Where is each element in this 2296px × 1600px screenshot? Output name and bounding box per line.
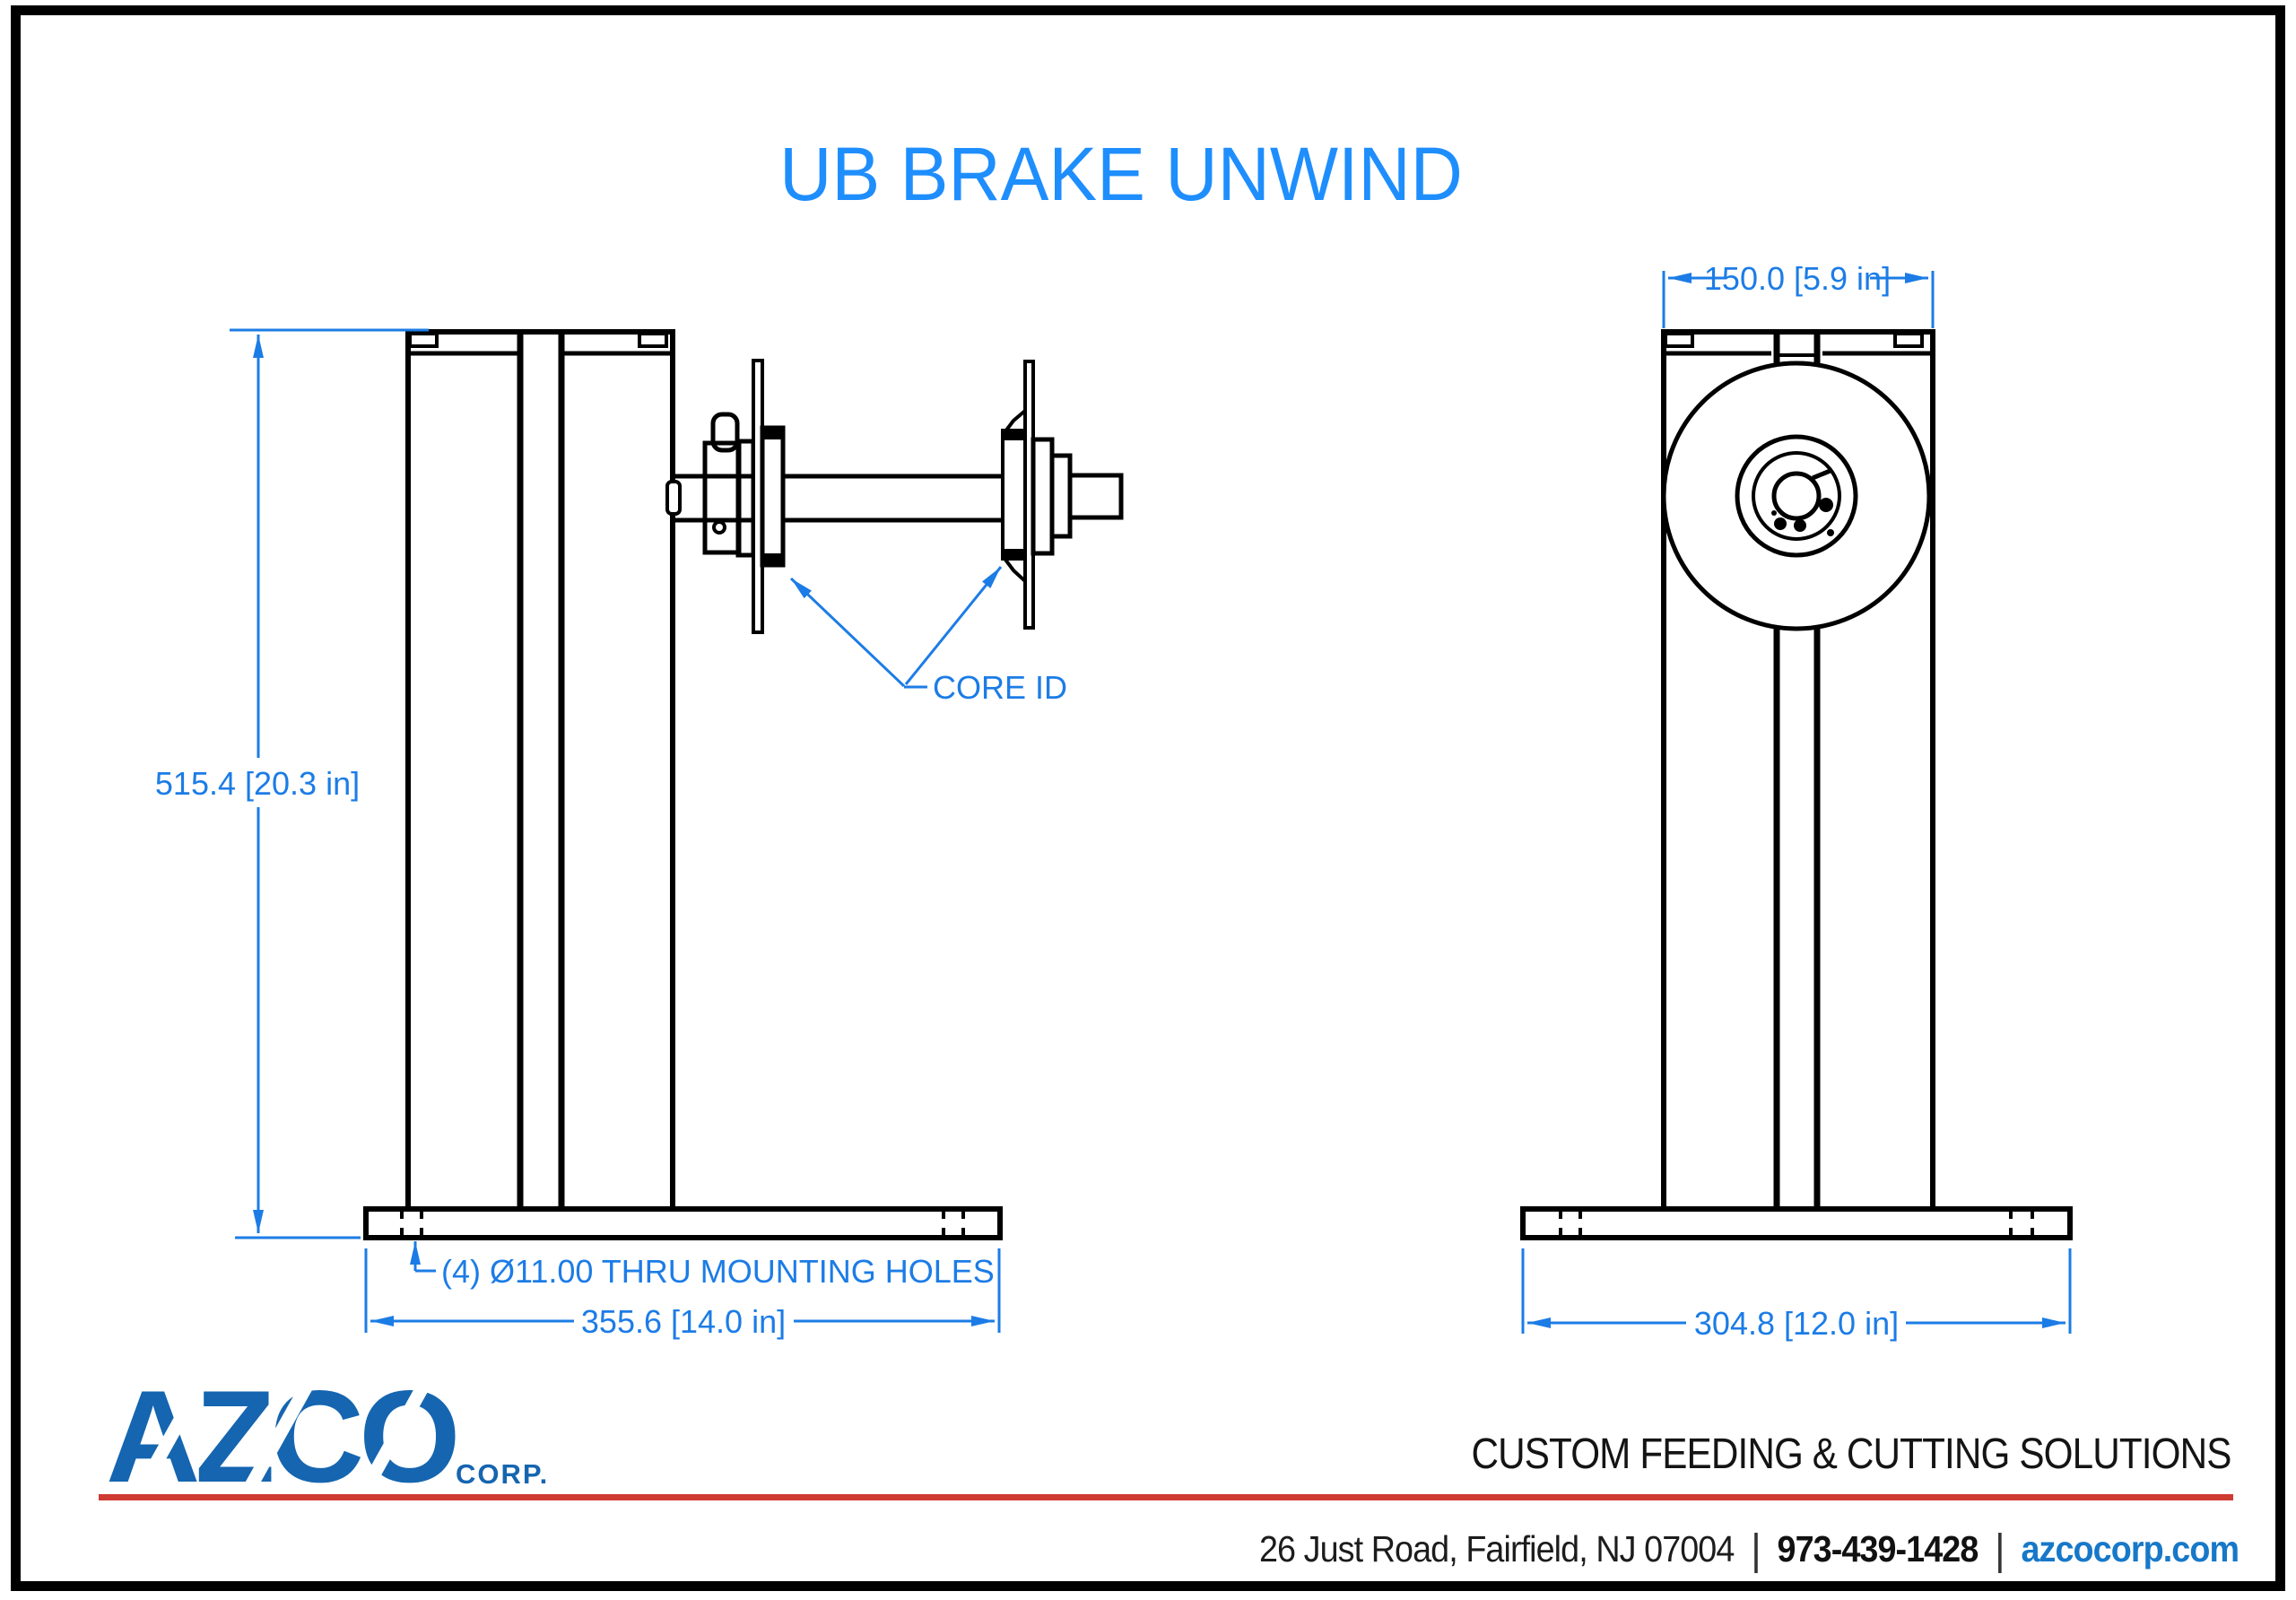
separator-bar: |: [1995, 1526, 2005, 1574]
side-base-dimension: 304.8 [12.0 in]: [1521, 1248, 2072, 1342]
side-top-dim-label: 150.0 [5.9 in]: [1704, 260, 1891, 297]
side-base-dim-label: 304.8 [12.0 in]: [1694, 1305, 1899, 1342]
side-top-dimension: 150.0 [5.9 in]: [1662, 260, 1935, 328]
drawing-title: UB BRAKE UNWIND: [779, 132, 1463, 216]
front-base-dim-label: 355.6 [14.0 in]: [581, 1303, 786, 1340]
front-base-dimension: 355.6 [14.0 in]: [364, 1248, 1001, 1340]
front-height-dimension: 515.4 [20.3 in]: [155, 328, 429, 1239]
core-id-annotation: CORE ID: [789, 566, 1067, 706]
company-tagline: CUSTOM FEEDING & CUTTING SOLUTIONS: [1471, 1430, 2232, 1478]
company-address: 26 Just Road, Fairfield, NJ 07004: [1258, 1528, 1735, 1570]
side-view-geometry: [1520, 329, 2073, 1240]
company-phone[interactable]: 973-439-1428: [1777, 1528, 1979, 1570]
logo-suffix: CORP.: [456, 1458, 549, 1490]
front-height-dim-label: 515.4 [20.3 in]: [155, 765, 360, 802]
mounting-holes-label: (4) Ø11.00 THRU MOUNTING HOLES: [441, 1253, 995, 1290]
front-view-geometry: [363, 329, 1124, 1240]
footer-accent-line: [99, 1494, 2233, 1500]
logo-slashes: [135, 1378, 432, 1492]
company-website[interactable]: azcocorp.com: [2021, 1528, 2239, 1570]
mounting-holes-note: (4) Ø11.00 THRU MOUNTING HOLES: [410, 1241, 995, 1290]
dimension-annotations: 515.4 [20.3 in] 355.6 [14.0 in] (4) Ø11.…: [155, 260, 2072, 1342]
separator-bar: |: [1751, 1526, 1761, 1574]
core-id-label: CORE ID: [933, 669, 1067, 706]
footer-contact-line: 26 Just Road, Fairfield, NJ 07004 | 973-…: [1258, 1523, 2239, 1574]
azco-logo: AZCO CORP.: [106, 1363, 549, 1509]
